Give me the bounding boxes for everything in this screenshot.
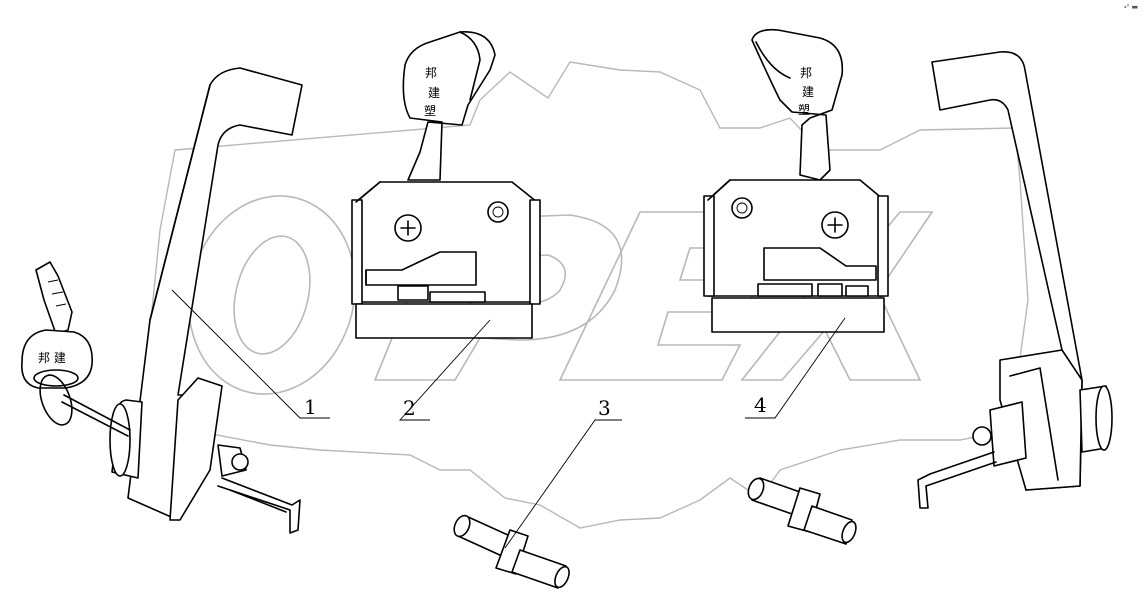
leader-line-1 xyxy=(171,289,330,419)
svg-text:邦: 邦 xyxy=(800,66,812,80)
pin-right xyxy=(747,477,857,545)
leader-line-3 xyxy=(504,419,622,549)
callout-1: 1 xyxy=(304,395,317,419)
callout-3: 3 xyxy=(598,396,611,420)
callouts: 1 2 3 4 xyxy=(171,289,846,549)
part-3-pins xyxy=(453,477,857,589)
svg-text:塑: 塑 xyxy=(798,102,810,117)
watermark-gear xyxy=(149,61,1029,529)
handle-emboss-right: 邦 建 塑 xyxy=(798,66,814,117)
part-2-left-switch: 邦 建 塑 xyxy=(351,31,541,339)
pin-left xyxy=(453,514,570,589)
part-4-right-switch: 邦 建 塑 xyxy=(703,28,889,333)
svg-text:建: 建 xyxy=(428,86,440,100)
key-tag-text: 邦 建 xyxy=(38,351,66,365)
corner-mark: ⬩⁰ ▬ xyxy=(1124,3,1138,11)
svg-text:塑: 塑 xyxy=(424,103,436,118)
callout-2: 2 xyxy=(403,396,416,420)
svg-text:建: 建 xyxy=(802,85,814,99)
handle-emboss-left: 邦 建 塑 xyxy=(424,66,440,118)
leader-line-4 xyxy=(745,317,846,419)
leader-line-2 xyxy=(398,319,491,421)
part-1-left-lever: 邦 建 xyxy=(21,67,303,534)
callout-4: 4 xyxy=(754,393,767,417)
key-icon: 邦 建 xyxy=(21,261,131,437)
right-lever xyxy=(917,51,1113,509)
svg-text:邦: 邦 xyxy=(425,66,437,80)
